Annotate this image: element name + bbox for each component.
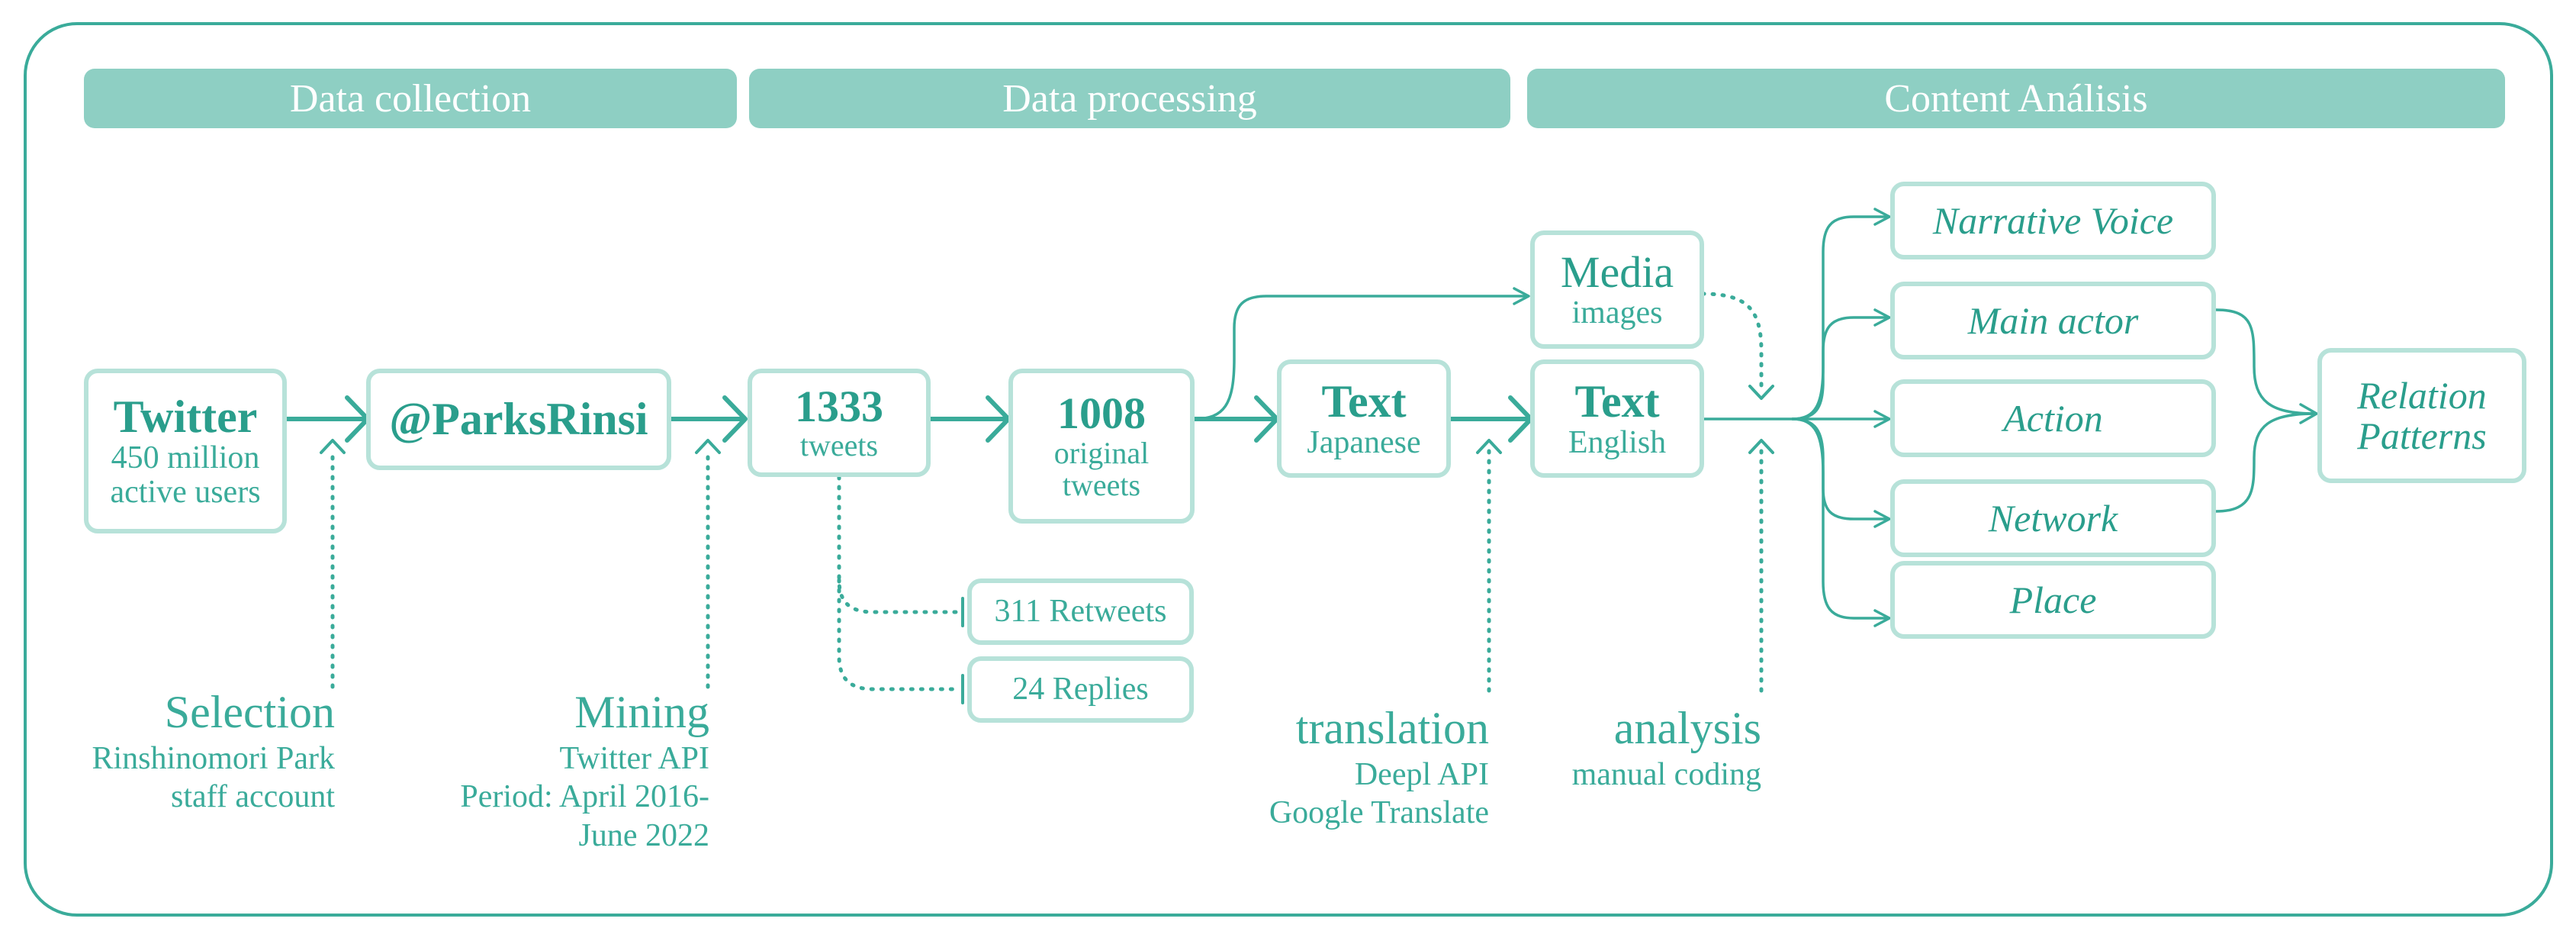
step-translation: translation Deepl API Google Translate xyxy=(1269,701,1489,833)
arrowhead xyxy=(1873,208,1891,226)
node-line: Relation xyxy=(2357,374,2487,417)
node-label: Network xyxy=(1988,496,2118,540)
arrowhead xyxy=(1513,287,1530,305)
node-replies: 24 Replies xyxy=(967,656,1194,723)
step-line: June 2022 xyxy=(578,817,710,853)
node-title: @ParksRinsi xyxy=(389,394,648,444)
node-label: 24 Replies xyxy=(1012,672,1149,707)
node-tweets: 1333 tweets xyxy=(748,369,931,477)
edge-tweets-replies xyxy=(837,578,960,691)
node-place: Place xyxy=(1890,561,2216,639)
node-twitter: Twitter 450 million active users xyxy=(84,369,287,533)
node-narrative-voice: Narrative Voice xyxy=(1890,182,2216,259)
node-label: Action xyxy=(2003,396,2103,440)
step-head: translation xyxy=(1295,703,1489,753)
node-line: original xyxy=(1053,435,1150,470)
node-sub: English xyxy=(1568,424,1667,460)
step-line: Google Translate xyxy=(1269,795,1489,831)
node-sub: images xyxy=(1571,295,1663,330)
node-label: Main actor xyxy=(1967,298,2139,342)
node-line: Patterns xyxy=(2357,414,2487,457)
step-line: staff account xyxy=(171,779,335,815)
edge-main-actor xyxy=(1791,316,1889,421)
arrowhead xyxy=(320,439,346,454)
node-unit: tweets xyxy=(799,428,879,463)
arrowhead xyxy=(722,395,748,443)
arrowhead xyxy=(2299,403,2318,424)
node-media: Media images xyxy=(1530,230,1704,349)
node-sub: Japanese xyxy=(1307,424,1421,460)
node-title: Media xyxy=(1560,247,1674,297)
node-title: Text xyxy=(1574,375,1660,427)
step-head: Mining xyxy=(574,687,709,737)
node-account: @ParksRinsi xyxy=(366,369,671,470)
node-network: Network xyxy=(1890,479,2216,557)
edge-network xyxy=(1791,417,1889,520)
step-line: Rinshinomori Park xyxy=(92,741,335,776)
arrowhead xyxy=(1873,609,1891,627)
phase-content-analysis: Content Análisis xyxy=(1527,69,2505,128)
node-relation-patterns: Relation Patterns xyxy=(2317,348,2526,483)
node-original-tweets: 1008 original tweets xyxy=(1008,369,1195,524)
node-line: active users xyxy=(110,474,261,510)
arrowhead xyxy=(1748,385,1774,400)
edge-place xyxy=(1791,417,1889,620)
step-line: Deepl API xyxy=(1354,757,1489,792)
node-main-actor: Main actor xyxy=(1890,282,2216,359)
diagram-frame xyxy=(24,22,2553,917)
edge-network-relation xyxy=(2214,412,2317,513)
node-label: Place xyxy=(2009,578,2097,621)
phase-data-processing: Data processing xyxy=(749,69,1510,128)
edge-media-texten xyxy=(1700,292,1764,392)
step-line: manual coding xyxy=(1571,757,1761,792)
step-mining: Mining Twitter API Period: April 2016- J… xyxy=(460,685,709,855)
node-number: 1008 xyxy=(1057,388,1146,439)
edge-mainactor-relation xyxy=(2214,308,2317,415)
arrowhead xyxy=(1873,308,1891,327)
node-action: Action xyxy=(1890,379,2216,457)
phase-label: Data processing xyxy=(1002,76,1257,121)
phase-label: Content Análisis xyxy=(1884,76,2148,121)
node-label: Narrative Voice xyxy=(1932,198,2174,242)
node-line: tweets xyxy=(1062,467,1141,502)
node-title: Twitter xyxy=(113,392,258,443)
step-line: Period: April 2016- xyxy=(460,779,709,815)
arrowhead xyxy=(1476,439,1502,454)
arrowhead xyxy=(1748,439,1774,454)
step-head: Selection xyxy=(164,687,335,737)
phase-data-collection: Data collection xyxy=(84,69,737,128)
node-title: Text xyxy=(1321,375,1407,427)
step-line: Twitter API xyxy=(559,741,709,776)
step-head: analysis xyxy=(1613,703,1761,753)
node-retweets: 311 Retweets xyxy=(967,578,1194,645)
node-number: 1333 xyxy=(795,381,883,431)
edge-tweets-retweets xyxy=(837,475,960,614)
node-line: 450 million xyxy=(111,440,260,476)
phase-label: Data collection xyxy=(289,76,532,121)
step-selection: Selection Rinshinomori Park staff accoun… xyxy=(92,685,335,817)
arrowhead xyxy=(695,439,721,454)
node-text-english: Text English xyxy=(1530,359,1704,478)
arrowhead xyxy=(1873,410,1891,428)
node-label: 311 Retweets xyxy=(994,594,1167,630)
step-analysis: analysis manual coding xyxy=(1572,701,1761,794)
arrowhead xyxy=(1873,510,1891,528)
edge-original-media xyxy=(1192,295,1527,421)
node-text-japanese: Text Japanese xyxy=(1277,359,1451,478)
